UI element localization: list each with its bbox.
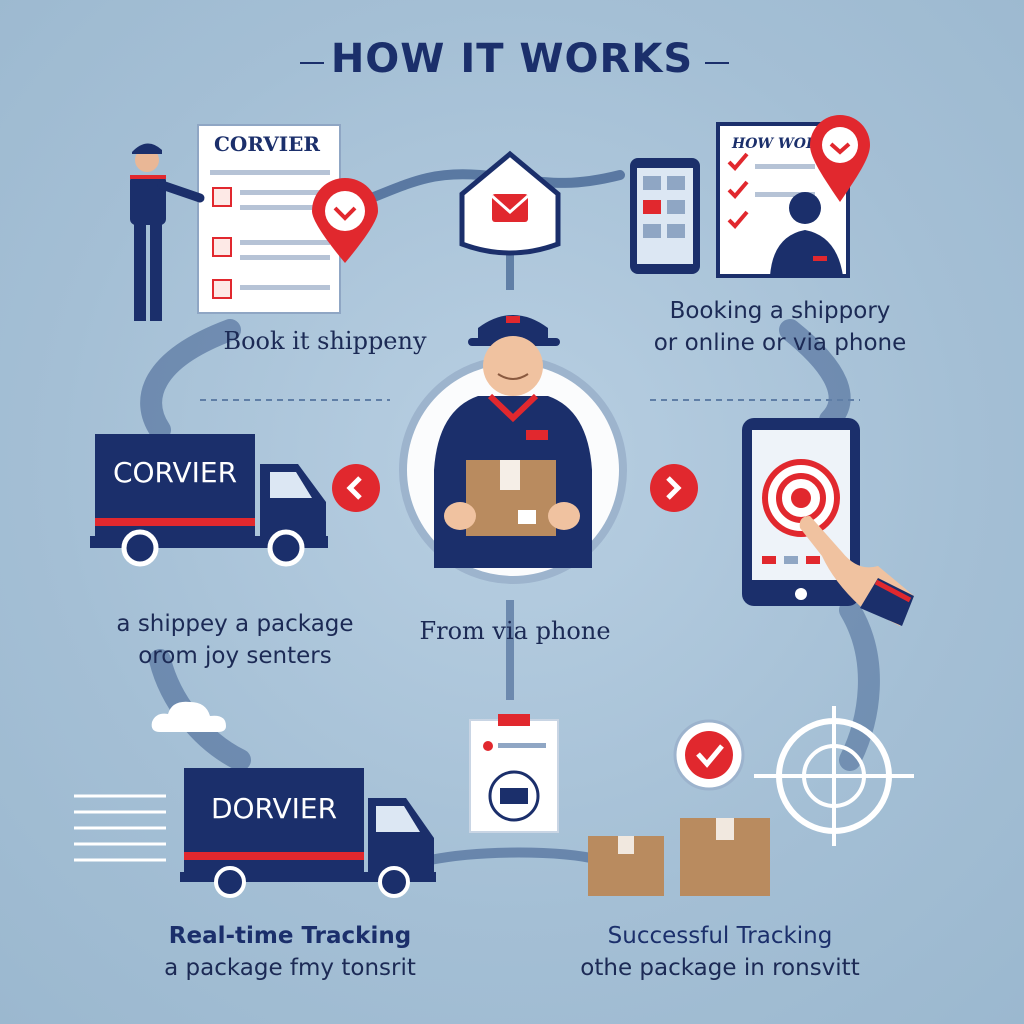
cloud-icon — [151, 701, 226, 732]
step-tracking-caption-line1: Real-time Tracking — [168, 923, 412, 949]
truck-label-1: CORVIER — [112, 456, 238, 489]
checkmark-icon — [673, 719, 745, 791]
moving-truck-icon — [74, 768, 436, 898]
title-rule-left — [300, 62, 324, 64]
home-shield-icon — [459, 150, 561, 256]
location-pin-icon — [810, 115, 870, 202]
step-booking-caption-line1: Booking a shippory — [669, 298, 891, 324]
step-pickup-caption-line1: a shippey a package — [116, 611, 354, 637]
chevron-right-icon — [650, 464, 698, 512]
truck-label-2: DORVIER — [210, 792, 338, 825]
book-doc-label: CORVIER — [214, 132, 320, 156]
clipboard-icon — [469, 714, 559, 833]
step-book-caption: Book it shippeny — [223, 327, 427, 355]
crosshair-icon — [754, 706, 914, 846]
title-rule-right — [705, 62, 729, 64]
page-title: HOW IT WORKS — [330, 36, 694, 82]
step-success-caption-line1: Successful Tracking — [607, 923, 833, 949]
agent-figure — [770, 192, 843, 276]
truck-icon — [90, 434, 328, 567]
delivered-packages — [588, 818, 770, 896]
phone-tap-illustration — [742, 418, 914, 626]
location-pin-icon — [312, 178, 378, 263]
step-booking-caption-line2: or online or via phone — [653, 330, 907, 356]
step-tracking-caption-line2: a package fmy tonsrit — [164, 955, 416, 981]
courier-illustration — [399, 315, 627, 584]
delivery-person-figure — [130, 143, 205, 321]
step-center-caption: From via phone — [419, 617, 611, 645]
step-pickup-caption-line2: orom joy senters — [138, 643, 332, 669]
chevron-left-icon — [332, 464, 380, 512]
step-success-caption-line2: othe package in ronsvitt — [580, 955, 860, 981]
